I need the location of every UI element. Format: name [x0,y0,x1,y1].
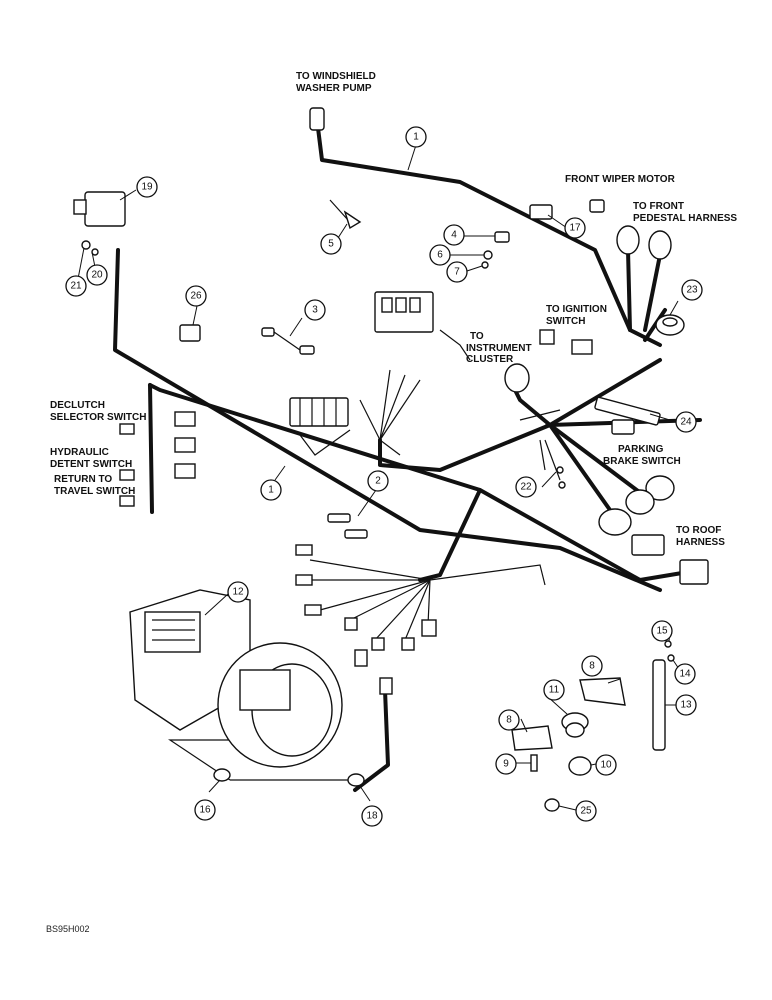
svg-text:4: 4 [451,230,457,241]
label-front-pedestal-harness-2: PEDESTAL HARNESS [633,213,737,224]
callout-14: 14 [674,663,696,685]
svg-text:12: 12 [232,587,244,598]
label-parking-brake-switch-2: BRAKE SWITCH [603,456,681,467]
label-ignition-switch-2: SWITCH [546,316,585,327]
label-front-wiper-motor: FRONT WIPER MOTOR [565,174,676,185]
svg-text:22: 22 [520,482,532,493]
svg-text:15: 15 [656,626,668,637]
callout-8-left: 8 [498,709,520,731]
svg-text:7: 7 [454,267,460,278]
svg-text:21: 21 [70,281,82,292]
svg-text:1: 1 [413,132,419,143]
callouts: 1 1 2 3 4 5 6 7 8 8 9 10 11 12 13 14 15 … [65,126,703,827]
label-ignition-switch-1: TO IGNITION [546,304,607,315]
label-instrument-cluster-2: INSTRUMENT [466,343,532,354]
callout-18: 18 [361,805,383,827]
callout-7: 7 [446,261,468,283]
label-return-to-travel-switch-1: RETURN TO [54,474,112,485]
callout-16: 16 [194,799,216,821]
figure-id: BS95H002 [46,924,90,934]
callout-21: 21 [65,275,87,297]
callout-10: 10 [595,754,617,776]
svg-text:11: 11 [549,685,560,696]
label-declutch-selector-switch-2: SELECTOR SWITCH [50,412,146,423]
svg-text:1: 1 [268,485,274,496]
svg-text:14: 14 [679,669,691,680]
label-windshield-washer-pump-2: WASHER PUMP [296,83,372,94]
callout-15: 15 [651,620,673,642]
callout-1-top: 1 [405,126,427,148]
components [73,107,709,812]
callout-13: 13 [675,694,697,716]
callout-1-left: 1 [260,479,282,501]
svg-text:17: 17 [569,223,581,234]
svg-text:25: 25 [580,806,592,817]
callout-22: 22 [515,476,537,498]
svg-text:8: 8 [506,715,512,726]
svg-text:20: 20 [91,270,103,281]
text-labels: TO WINDSHIELD WASHER PUMP FRONT WIPER MO… [46,71,737,934]
svg-text:8: 8 [589,661,595,672]
label-hydraulic-detent-switch-1: HYDRAULIC [50,447,109,458]
svg-text:26: 26 [190,291,202,302]
svg-text:3: 3 [312,305,318,316]
svg-text:2: 2 [375,476,381,487]
callout-6: 6 [429,244,451,266]
callout-11: 11 [543,679,565,701]
svg-text:24: 24 [680,417,692,428]
svg-text:19: 19 [141,182,153,193]
callout-19: 19 [136,176,158,198]
callout-2: 2 [367,470,389,492]
label-return-to-travel-switch-2: TRAVEL SWITCH [54,486,135,497]
label-windshield-washer-pump-1: TO WINDSHIELD [296,71,376,82]
callout-24: 24 [675,411,697,433]
svg-text:23: 23 [686,285,698,296]
callout-23: 23 [681,279,703,301]
label-instrument-cluster-3: CLUSTER [466,354,514,365]
callout-4: 4 [443,224,465,246]
callout-12: 12 [227,581,249,603]
svg-text:13: 13 [680,700,692,711]
callout-5: 5 [320,233,342,255]
label-parking-brake-switch-1: PARKING [618,444,664,455]
label-roof-harness-1: TO ROOF [676,525,721,536]
label-declutch-selector-switch-1: DECLUTCH [50,400,105,411]
harness-wires [113,126,702,792]
svg-text:18: 18 [366,811,378,822]
svg-text:6: 6 [437,250,443,261]
callout-3: 3 [304,299,326,321]
svg-text:5: 5 [328,239,334,250]
callout-9: 9 [495,753,517,775]
svg-text:16: 16 [199,805,211,816]
callout-26: 26 [185,285,207,307]
callout-20: 20 [86,264,108,286]
label-front-pedestal-harness-1: TO FRONT [633,201,684,212]
label-roof-harness-2: HARNESS [676,537,725,548]
label-hydraulic-detent-switch-2: DETENT SWITCH [50,459,132,470]
callout-17: 17 [564,217,586,239]
label-instrument-cluster-1: TO [470,331,484,342]
svg-text:9: 9 [503,759,509,770]
svg-text:10: 10 [600,760,612,771]
callout-25: 25 [575,800,597,822]
callout-8-right: 8 [581,655,603,677]
